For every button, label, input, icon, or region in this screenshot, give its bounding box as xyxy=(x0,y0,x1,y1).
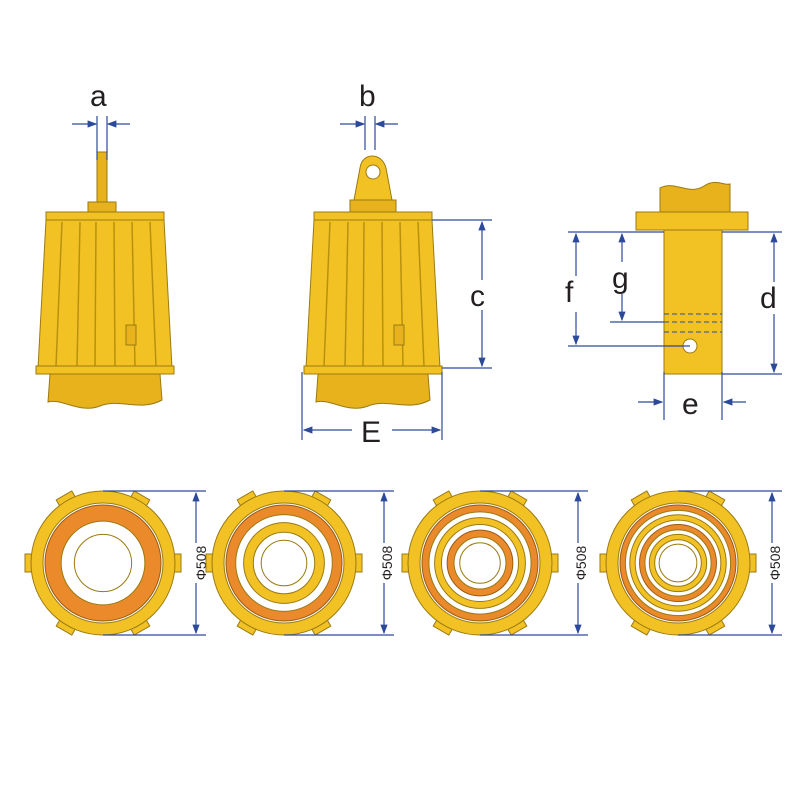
diameter-label: Φ508 xyxy=(379,546,395,581)
label-g: g xyxy=(612,262,629,295)
top-view-2: Φ508 xyxy=(205,490,395,636)
diameter-label: Φ508 xyxy=(573,546,589,581)
top-view-4: Φ508 xyxy=(599,490,783,636)
top-plate xyxy=(45,211,165,221)
rod xyxy=(96,151,108,203)
lug-hole xyxy=(365,164,381,180)
diameter-label: Φ508 xyxy=(767,546,783,581)
center-opening xyxy=(459,542,501,584)
label-b: b xyxy=(359,80,376,113)
bottom-band xyxy=(303,365,443,375)
label-f: f xyxy=(565,276,574,309)
detail-top-stub xyxy=(659,181,731,213)
label-E: E xyxy=(361,416,381,449)
label-e: e xyxy=(682,388,699,421)
center-opening xyxy=(658,543,698,583)
rod-detail-view: f g d e xyxy=(565,181,782,421)
label-a: a xyxy=(90,80,107,113)
center-opening xyxy=(260,539,308,587)
pipe-stub xyxy=(47,373,163,409)
drag-head-side-view-lug: b c E xyxy=(301,80,492,449)
pipe-stub xyxy=(315,373,431,409)
detail-rod xyxy=(663,229,723,375)
detail-plate xyxy=(635,211,749,231)
cone-fins xyxy=(55,221,157,367)
label-c: c xyxy=(470,280,485,313)
cone-body xyxy=(37,219,173,369)
cone-body xyxy=(305,219,441,369)
drag-head-side-view-rod: a xyxy=(35,80,175,409)
top-plate xyxy=(313,211,433,221)
bottom-band xyxy=(35,365,175,375)
slot xyxy=(393,324,405,346)
label-d: d xyxy=(760,282,777,315)
top-view-3: Φ508 xyxy=(401,490,589,636)
slot xyxy=(125,324,137,346)
top-views-row: Φ508 Φ508 Φ508 Φ508 xyxy=(24,490,783,636)
diameter-label: Φ508 xyxy=(193,546,209,581)
center-opening xyxy=(73,533,133,593)
top-view-1: Φ508 xyxy=(24,490,209,636)
